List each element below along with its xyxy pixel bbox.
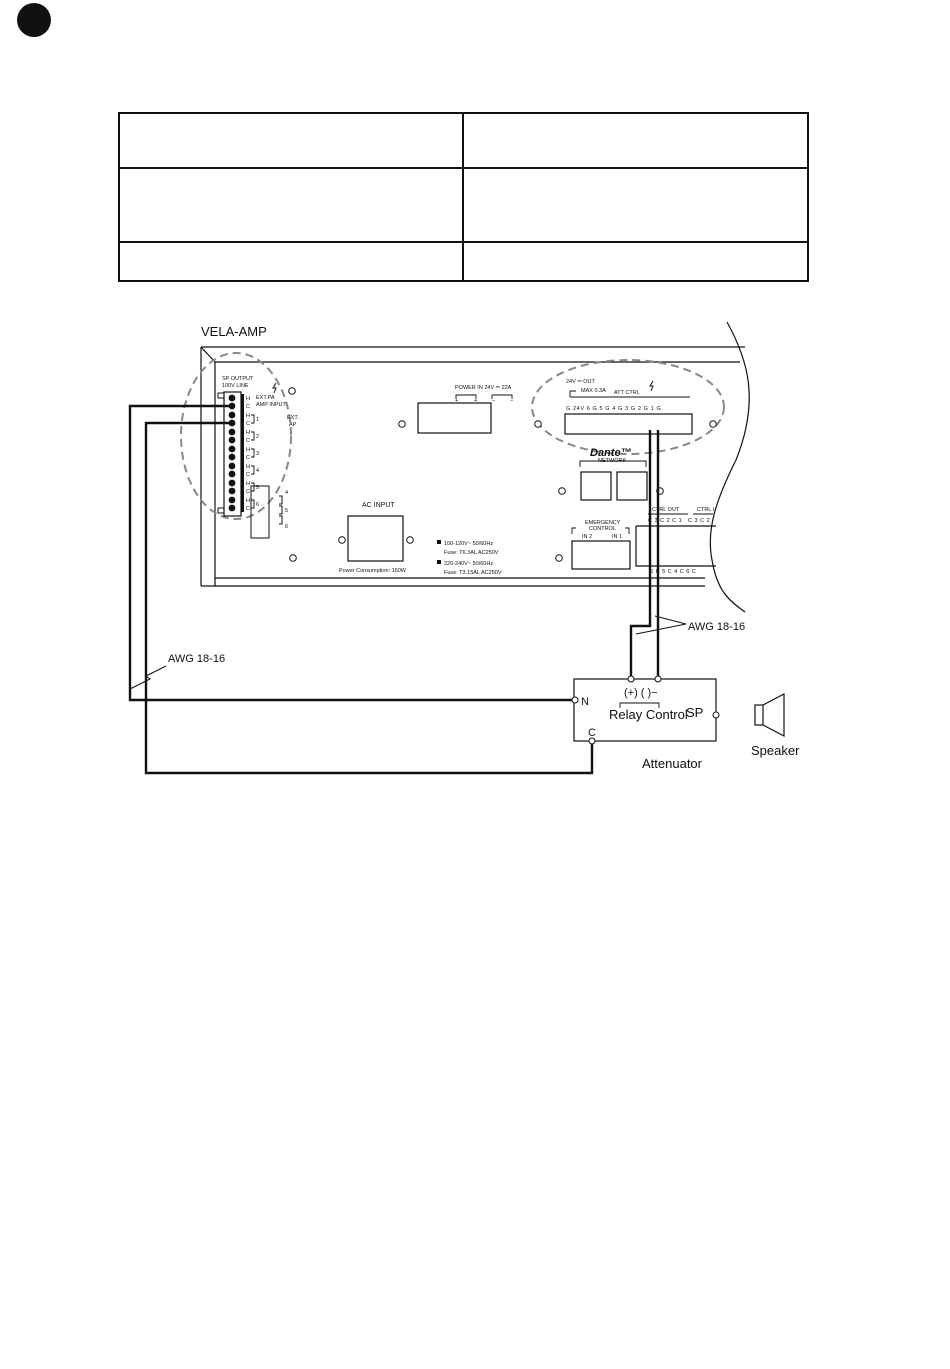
ap-label: AP: [289, 422, 297, 428]
lightning-warning-icon: [649, 380, 654, 392]
emergency-label: EMERGENCY: [585, 520, 621, 526]
panel-screws: [288, 387, 717, 562]
ctrl-in-pins: C 3 C 2: [688, 518, 710, 524]
att-ctrl-highlight: [531, 359, 725, 455]
att-ctrl-pins: G 24V 6 G 5 G 4 G 3 G 2 G 1 G: [566, 406, 661, 412]
ctrl-out-label: CTRL OUT: [652, 507, 680, 513]
power-plus-label: +: [455, 398, 458, 404]
ctrl-in-label: CTRL I: [697, 507, 715, 513]
sp-output-highlight: [180, 352, 292, 520]
awg-left-label: AWG 18-16: [168, 653, 225, 665]
awg-callout-right: [635, 615, 687, 635]
ac-input-label: AC INPUT: [362, 502, 395, 509]
side-label-4: 4: [285, 490, 288, 496]
power-in-connector: POWER IN 24V ⎓ 22A + + − −: [417, 385, 513, 434]
terminal-c-label: C: [246, 421, 250, 427]
terminal-h-label: H: [246, 396, 250, 402]
zone-5-label: 5: [256, 485, 259, 491]
dante-logo-label: Dante™: [590, 447, 632, 459]
terminal-h-label: H: [246, 481, 250, 487]
side-label-5: 5: [285, 508, 288, 514]
zone-6-label: 6: [256, 502, 259, 508]
torn-edge: [709, 321, 750, 613]
zone-4-label: 4: [256, 468, 259, 474]
emergency-control-block: EMERGENCY CONTROL IN 2 IN 1: [571, 520, 631, 570]
sp-output-label: SP OUTPUT: [222, 376, 254, 382]
amp-rear-panel: [200, 346, 745, 587]
ac-input-block: AC INPUT Power Consumption: 160W: [339, 502, 407, 574]
relay-control-label: Relay Control: [609, 707, 688, 722]
terminal-c-label: C: [246, 404, 250, 410]
n-label: N: [581, 696, 589, 708]
side-terminal-block: [250, 485, 283, 539]
voltage-label: 220-240V~ 50/60Hz: [444, 561, 493, 567]
in2-label: IN 2: [582, 534, 592, 540]
fuse-label: Fuse: T3.15AL AC250V: [444, 570, 502, 576]
power-plus-label: +: [474, 398, 477, 404]
power-minus-label: −: [510, 398, 513, 404]
terminal-c-label: C: [246, 506, 250, 512]
fuse-label: Fuse: T6.3AL AC250V: [444, 550, 499, 556]
amp-title: VELA-AMP: [201, 324, 267, 339]
control-label: CONTROL: [589, 526, 616, 532]
zone-2-label: 2: [256, 434, 259, 440]
out-24v-label: 24V ⎓ OUT: [566, 379, 595, 385]
voltage-fuse-info: 100-120V~ 50/60Hz Fuse: T6.3AL AC250V 22…: [437, 540, 502, 576]
terminal-h-label: H: [246, 498, 250, 504]
ext-label: EXT.: [287, 415, 299, 421]
page-marker-dot: [17, 3, 51, 37]
relay-polarity-label: (+) ( )−: [624, 687, 658, 699]
max-current-label: MAX 0.3A: [581, 388, 606, 394]
power-minus-label: −: [492, 398, 495, 404]
header-table: [118, 112, 809, 282]
awg-callout-left: [129, 665, 167, 690]
zone-1-label: 1: [256, 417, 259, 423]
att-ctrl-connector: 24V ⎓ OUT MAX 0.3A ATT CTRL G 24V 6 G 5 …: [564, 379, 693, 435]
power-in-label: POWER IN 24V ⎓ 22A: [455, 385, 512, 391]
amp-input-label: AMP INPUT: [256, 402, 286, 408]
att-ctrl-label: ATT CTRL: [614, 390, 640, 396]
side-label-6: 6: [285, 524, 288, 530]
speaker-icon: [754, 693, 785, 737]
c-label: C: [588, 727, 596, 739]
attenuator-box: (+) ( )− Relay Control SP N C: [571, 675, 720, 745]
line-label: 100V LINE: [222, 383, 249, 389]
terminal-c-label: C: [246, 438, 250, 444]
wiring: [128, 404, 660, 775]
ext-pa-label: EXT.PA: [256, 395, 275, 401]
in1-label: IN 1: [612, 534, 622, 540]
terminal-h-label: H: [246, 413, 250, 419]
ctrl-out-block: CTRL OUT CTRL I C 3 C 2 C 1 C 3 C 2 6 C …: [635, 507, 716, 575]
sp-label: SP: [686, 705, 703, 720]
dante-network-block: Dante™ NETWORK: [579, 447, 648, 501]
voltage-label: 100-120V~ 50/60Hz: [444, 541, 493, 547]
terminal-c-label: C: [246, 455, 250, 461]
terminal-h-label: H: [246, 447, 250, 453]
zone-3-label: 3: [256, 451, 259, 457]
terminal-c-label: C: [246, 489, 250, 495]
lightning-warning-icon: [272, 382, 277, 394]
speaker-label: Speaker: [751, 743, 800, 758]
terminal-h-label: H: [246, 464, 250, 470]
power-consumption-label: Power Consumption: 160W: [339, 568, 407, 574]
bottom-ctrl-pins: 6 C 5 C 4 C 6 C: [650, 569, 696, 575]
attenuator-label: Attenuator: [642, 756, 703, 771]
terminal-c-label: C: [246, 472, 250, 478]
awg-right-label: AWG 18-16: [688, 621, 745, 633]
terminal-h-label: H: [246, 430, 250, 436]
ctrl-out-pins: C 3 C 2 C 1: [648, 518, 682, 524]
